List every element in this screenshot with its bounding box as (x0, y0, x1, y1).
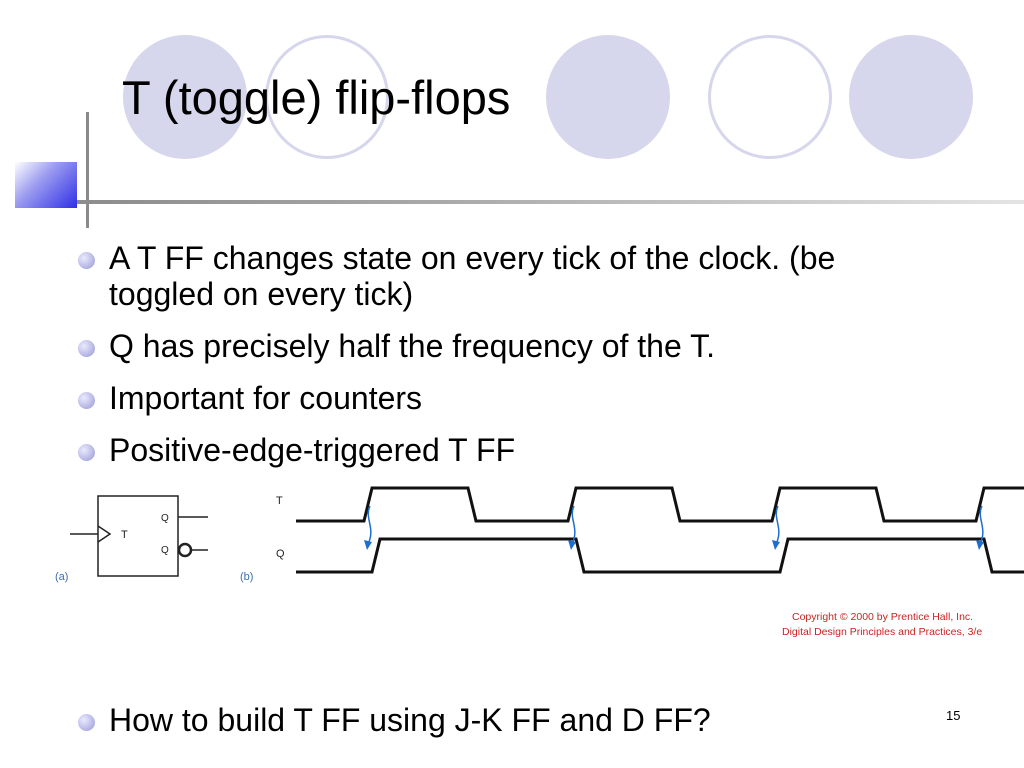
bullet-item: A T FF changes state on every tick of th… (78, 240, 898, 312)
decor-circle-3 (546, 35, 670, 159)
bullet-text: How to build T FF using J-K FF and D FF? (109, 702, 711, 738)
bullet-dot (78, 392, 95, 409)
bullet-dot (78, 444, 95, 461)
slide-title: T (toggle) flip-flops (122, 71, 511, 124)
decor-circle-1 (123, 35, 247, 159)
decor-circle-4 (708, 35, 832, 159)
propagation-arrowhead (364, 540, 372, 550)
decor-circle-2 (265, 35, 389, 159)
waveform-t (296, 486, 1024, 523)
timing-t-label: T (276, 495, 283, 507)
propagation-arrowhead (772, 540, 780, 550)
copyright-line-2: Digital Design Principles and Practices,… (782, 626, 982, 638)
ff-input-label: T (121, 529, 128, 541)
bullet-item: Important for counters (78, 380, 898, 416)
ff-clock-triangle (97, 525, 112, 543)
bullet-dot (78, 714, 95, 731)
label-b: (b) (240, 571, 253, 583)
ff-qn-bubble (177, 542, 193, 558)
bullet-text: Positive-edge-triggered T FF (109, 432, 516, 468)
bullet-list: A T FF changes state on every tick of th… (78, 240, 898, 484)
propagation-arrow (979, 505, 984, 545)
bullet-text: Important for counters (109, 380, 423, 416)
page-number: 15 (946, 708, 961, 723)
bullet-item: Positive-edge-triggered T FF (78, 432, 898, 468)
waveform-q (296, 537, 1024, 574)
decor-circle-5 (849, 35, 973, 159)
flip-flop-figure: T Q Q (a) (b) T Q Copyright © 2000 by Pr… (55, 486, 1024, 638)
label-a: (a) (55, 571, 68, 583)
copyright-line-1: Copyright © 2000 by Prentice Hall, Inc. (792, 611, 973, 623)
bullet-dot (78, 252, 95, 269)
propagation-arrowhead (976, 540, 984, 550)
bullet-text: A T FF changes state on every tick of th… (109, 240, 836, 312)
propagation-arrow (775, 505, 780, 545)
bullet-text: Q has precisely half the frequency of th… (109, 328, 715, 364)
decor-horizontal-line (50, 200, 1024, 204)
decor-gradient-square (15, 162, 77, 208)
bullet-item: Q has precisely half the frequency of th… (78, 328, 898, 364)
last-bullet: How to build T FF using J-K FF and D FF? (78, 702, 929, 738)
propagation-arrowhead (568, 540, 576, 550)
timing-q-label: Q (276, 548, 285, 560)
propagation-arrow (571, 505, 576, 545)
ff-symbol-box (97, 495, 179, 577)
decor-vertical-line (86, 112, 89, 228)
propagation-arrow (367, 505, 372, 545)
bullet-dot (78, 340, 95, 357)
ff-q-label: Q (161, 513, 169, 524)
ff-qn-label: Q (161, 545, 169, 556)
